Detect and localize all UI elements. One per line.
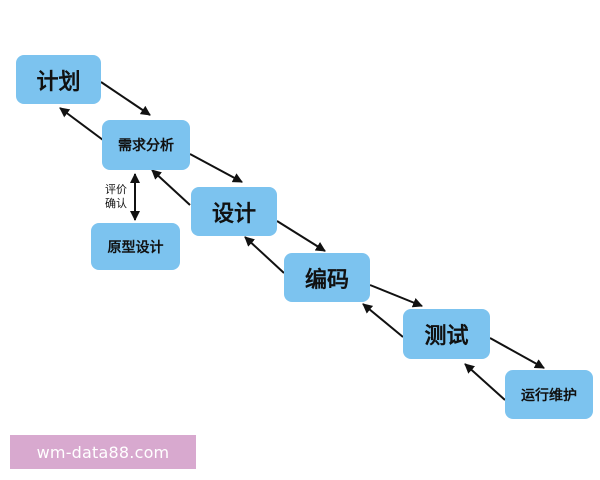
- arrow-testing-to-maintenance: [489, 337, 545, 369]
- node-plan-label: 计划: [36, 69, 81, 95]
- node-maintenance-label: 运行维护: [521, 387, 577, 404]
- review-confirm-label: 评价 确认: [96, 183, 136, 211]
- node-testing-label: 测试: [424, 324, 469, 349]
- node-coding-label: 编码: [304, 267, 349, 293]
- arrow-requirements-to-design: [189, 153, 243, 183]
- node-requirements: 需求分析: [102, 120, 190, 170]
- node-prototype-label: 原型设计: [107, 239, 164, 256]
- review-label-line2: 确认: [105, 197, 127, 210]
- watermark-text: wm-data88.com: [36, 442, 170, 462]
- arrow-design-to-requirements: [151, 169, 191, 206]
- node-design: 设计: [191, 187, 277, 236]
- node-testing: 测试: [403, 309, 490, 359]
- arrow-coding-to-testing: [369, 284, 423, 308]
- arrow-coding-to-design: [244, 236, 285, 274]
- arrow-design-to-coding: [276, 220, 326, 252]
- arrow-maintenance-to-testing: [464, 363, 506, 401]
- node-maintenance: 运行维护: [505, 370, 593, 419]
- node-design-label: 设计: [211, 201, 256, 227]
- node-requirements-label: 需求分析: [118, 138, 174, 154]
- review-label-line1: 评价: [105, 183, 127, 196]
- arrow-testing-to-coding: [362, 303, 404, 338]
- arrow-plan-to-requirements: [100, 81, 151, 116]
- watermark-banner: wm-data88.com: [10, 435, 196, 469]
- node-plan: 计划: [16, 55, 101, 104]
- arrow-requirements-to-plan: [59, 107, 104, 141]
- node-coding: 编码: [284, 253, 370, 302]
- node-prototype: 原型设计: [91, 223, 180, 270]
